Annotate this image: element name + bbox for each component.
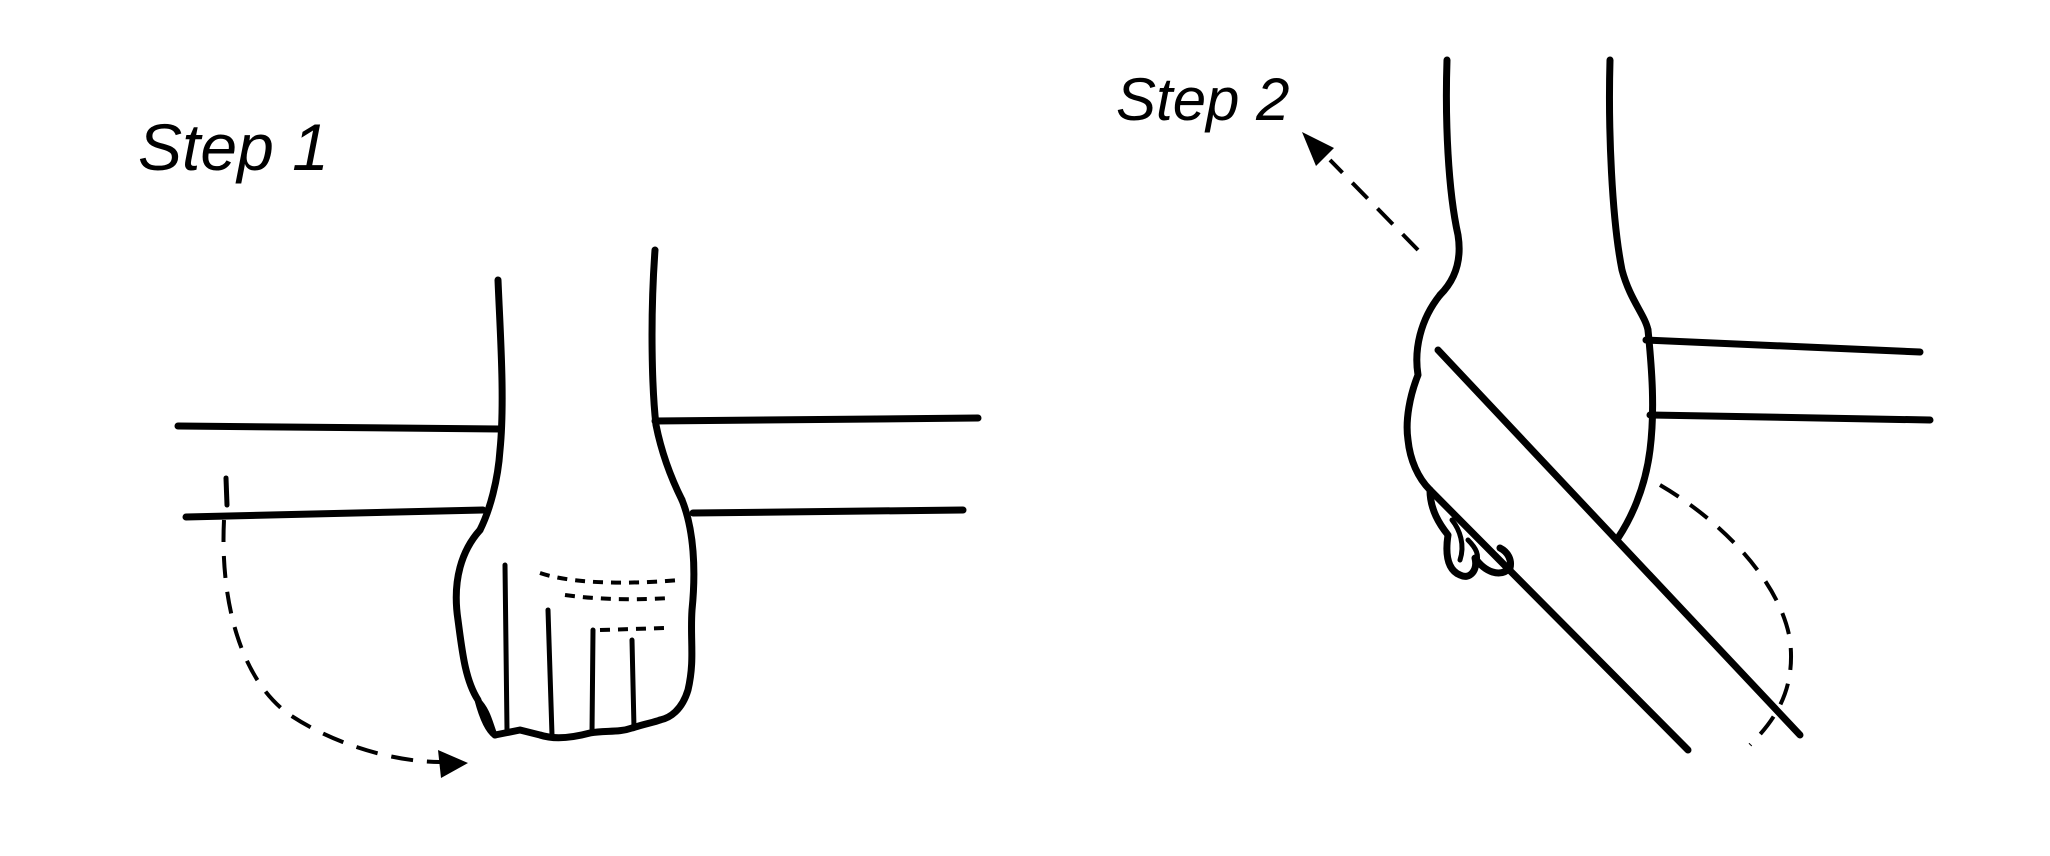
step-1-panel: Step 1 (138, 110, 982, 778)
step-2-panel: Step 2 (1116, 56, 1934, 754)
step-2-label: Step 2 (1116, 66, 1289, 133)
arrowhead-icon (438, 750, 468, 778)
step-2-direction-arrow (1302, 132, 1420, 252)
step-1-rotation-arrow (221, 475, 468, 778)
step-1-bar (174, 414, 982, 521)
step-1-fist (452, 496, 698, 742)
step-1-label: Step 1 (138, 110, 329, 184)
step-1-forearm (476, 246, 686, 534)
step-2-rotation-arc (1658, 483, 1793, 747)
step-2-diagonal-bar (1426, 346, 1804, 754)
step-2-forearm (1436, 56, 1652, 334)
arrowhead-icon (1302, 132, 1334, 166)
step-2-hand (1403, 291, 1657, 580)
step-2-horizontal-bar (1642, 336, 1934, 424)
